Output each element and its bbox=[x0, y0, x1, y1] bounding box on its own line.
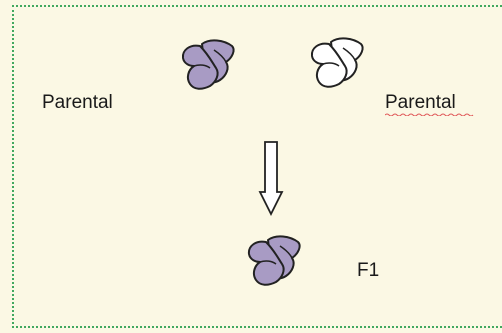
parental-label-right-text: Parental bbox=[385, 92, 456, 113]
down-arrow-icon bbox=[258, 141, 284, 216]
dotted-border-bottom bbox=[12, 326, 502, 328]
purple-butterfly-icon bbox=[181, 39, 235, 90]
white-butterfly-icon bbox=[310, 37, 364, 88]
dotted-border-top bbox=[12, 5, 502, 7]
dotted-border-left bbox=[12, 5, 14, 328]
purple-butterfly-icon bbox=[247, 235, 301, 286]
f1-label: F1 bbox=[357, 260, 380, 281]
parental-label-right: Parental bbox=[385, 92, 474, 116]
parental-label-left: Parental bbox=[42, 92, 113, 113]
spellcheck-underline bbox=[385, 113, 474, 116]
